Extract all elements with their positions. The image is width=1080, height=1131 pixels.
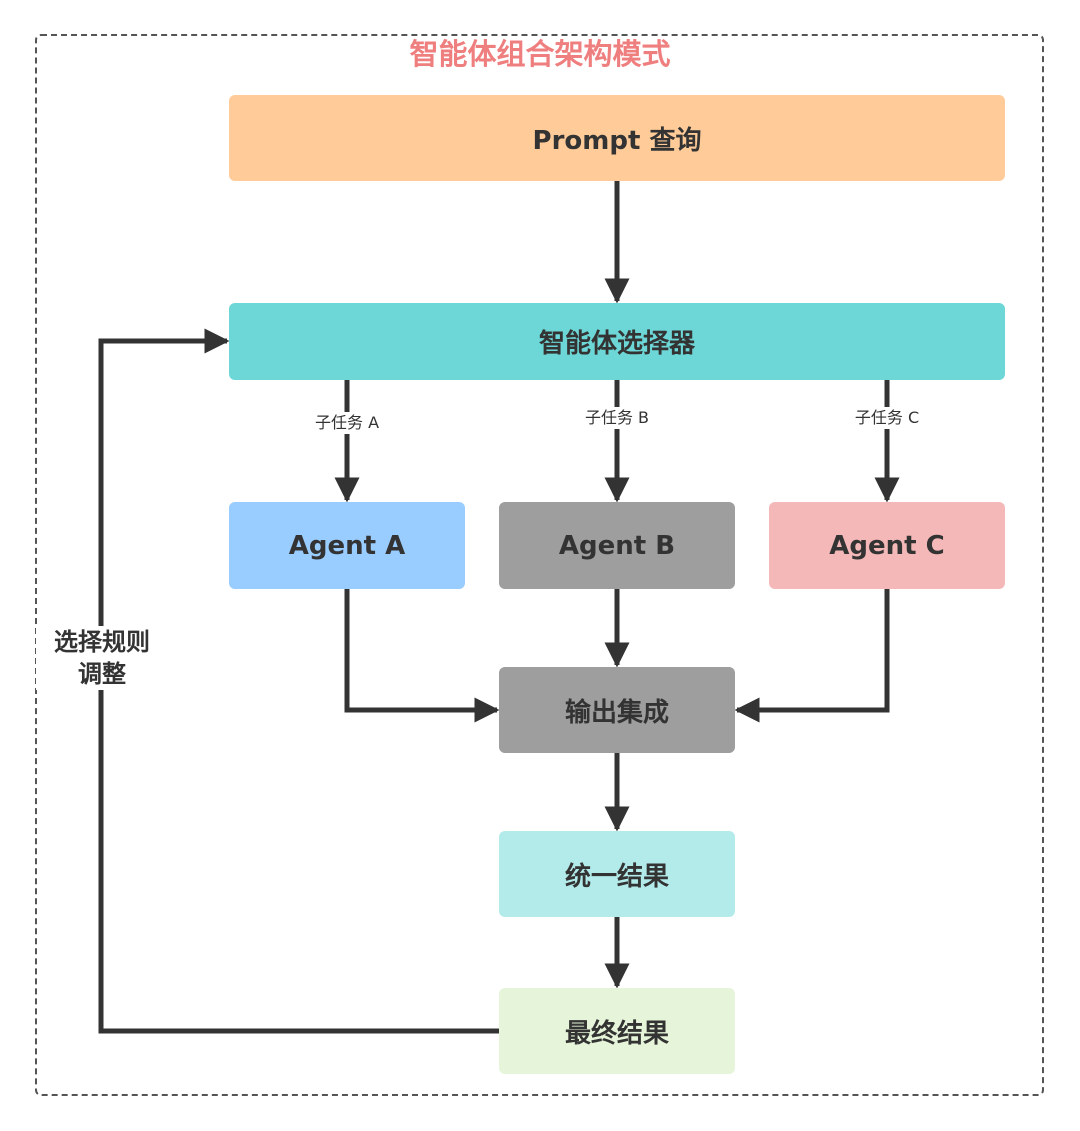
agent-selector-node: 智能体选择器	[229, 303, 1005, 380]
diagram-title: 智能体组合架构模式	[409, 37, 671, 71]
agent-c-node: Agent C	[769, 502, 1005, 589]
feedback-label-line2: 调整	[78, 660, 126, 688]
arrow-agent-a-to-integrate	[344, 589, 500, 723]
arrow-agent-c-to-integrate	[734, 589, 890, 723]
agent-b-node: Agent B	[499, 502, 735, 589]
prompt-node: Prompt 查询	[229, 95, 1005, 181]
final-result-node: 最终结果	[499, 988, 735, 1074]
subtask-b-label: 子任务 B	[582, 407, 652, 429]
feedback-label-line1: 选择规则	[54, 628, 150, 656]
subtask-a-label: 子任务 A	[312, 412, 382, 434]
subtask-c-label: 子任务 C	[852, 407, 922, 429]
unified-result-node: 统一结果	[499, 831, 735, 917]
output-integration-node: 输出集成	[499, 667, 735, 753]
agent-a-node: Agent A	[229, 502, 465, 589]
feedback-label: 选择规则 调整	[36, 626, 168, 690]
dashed-frame	[35, 34, 1044, 1096]
